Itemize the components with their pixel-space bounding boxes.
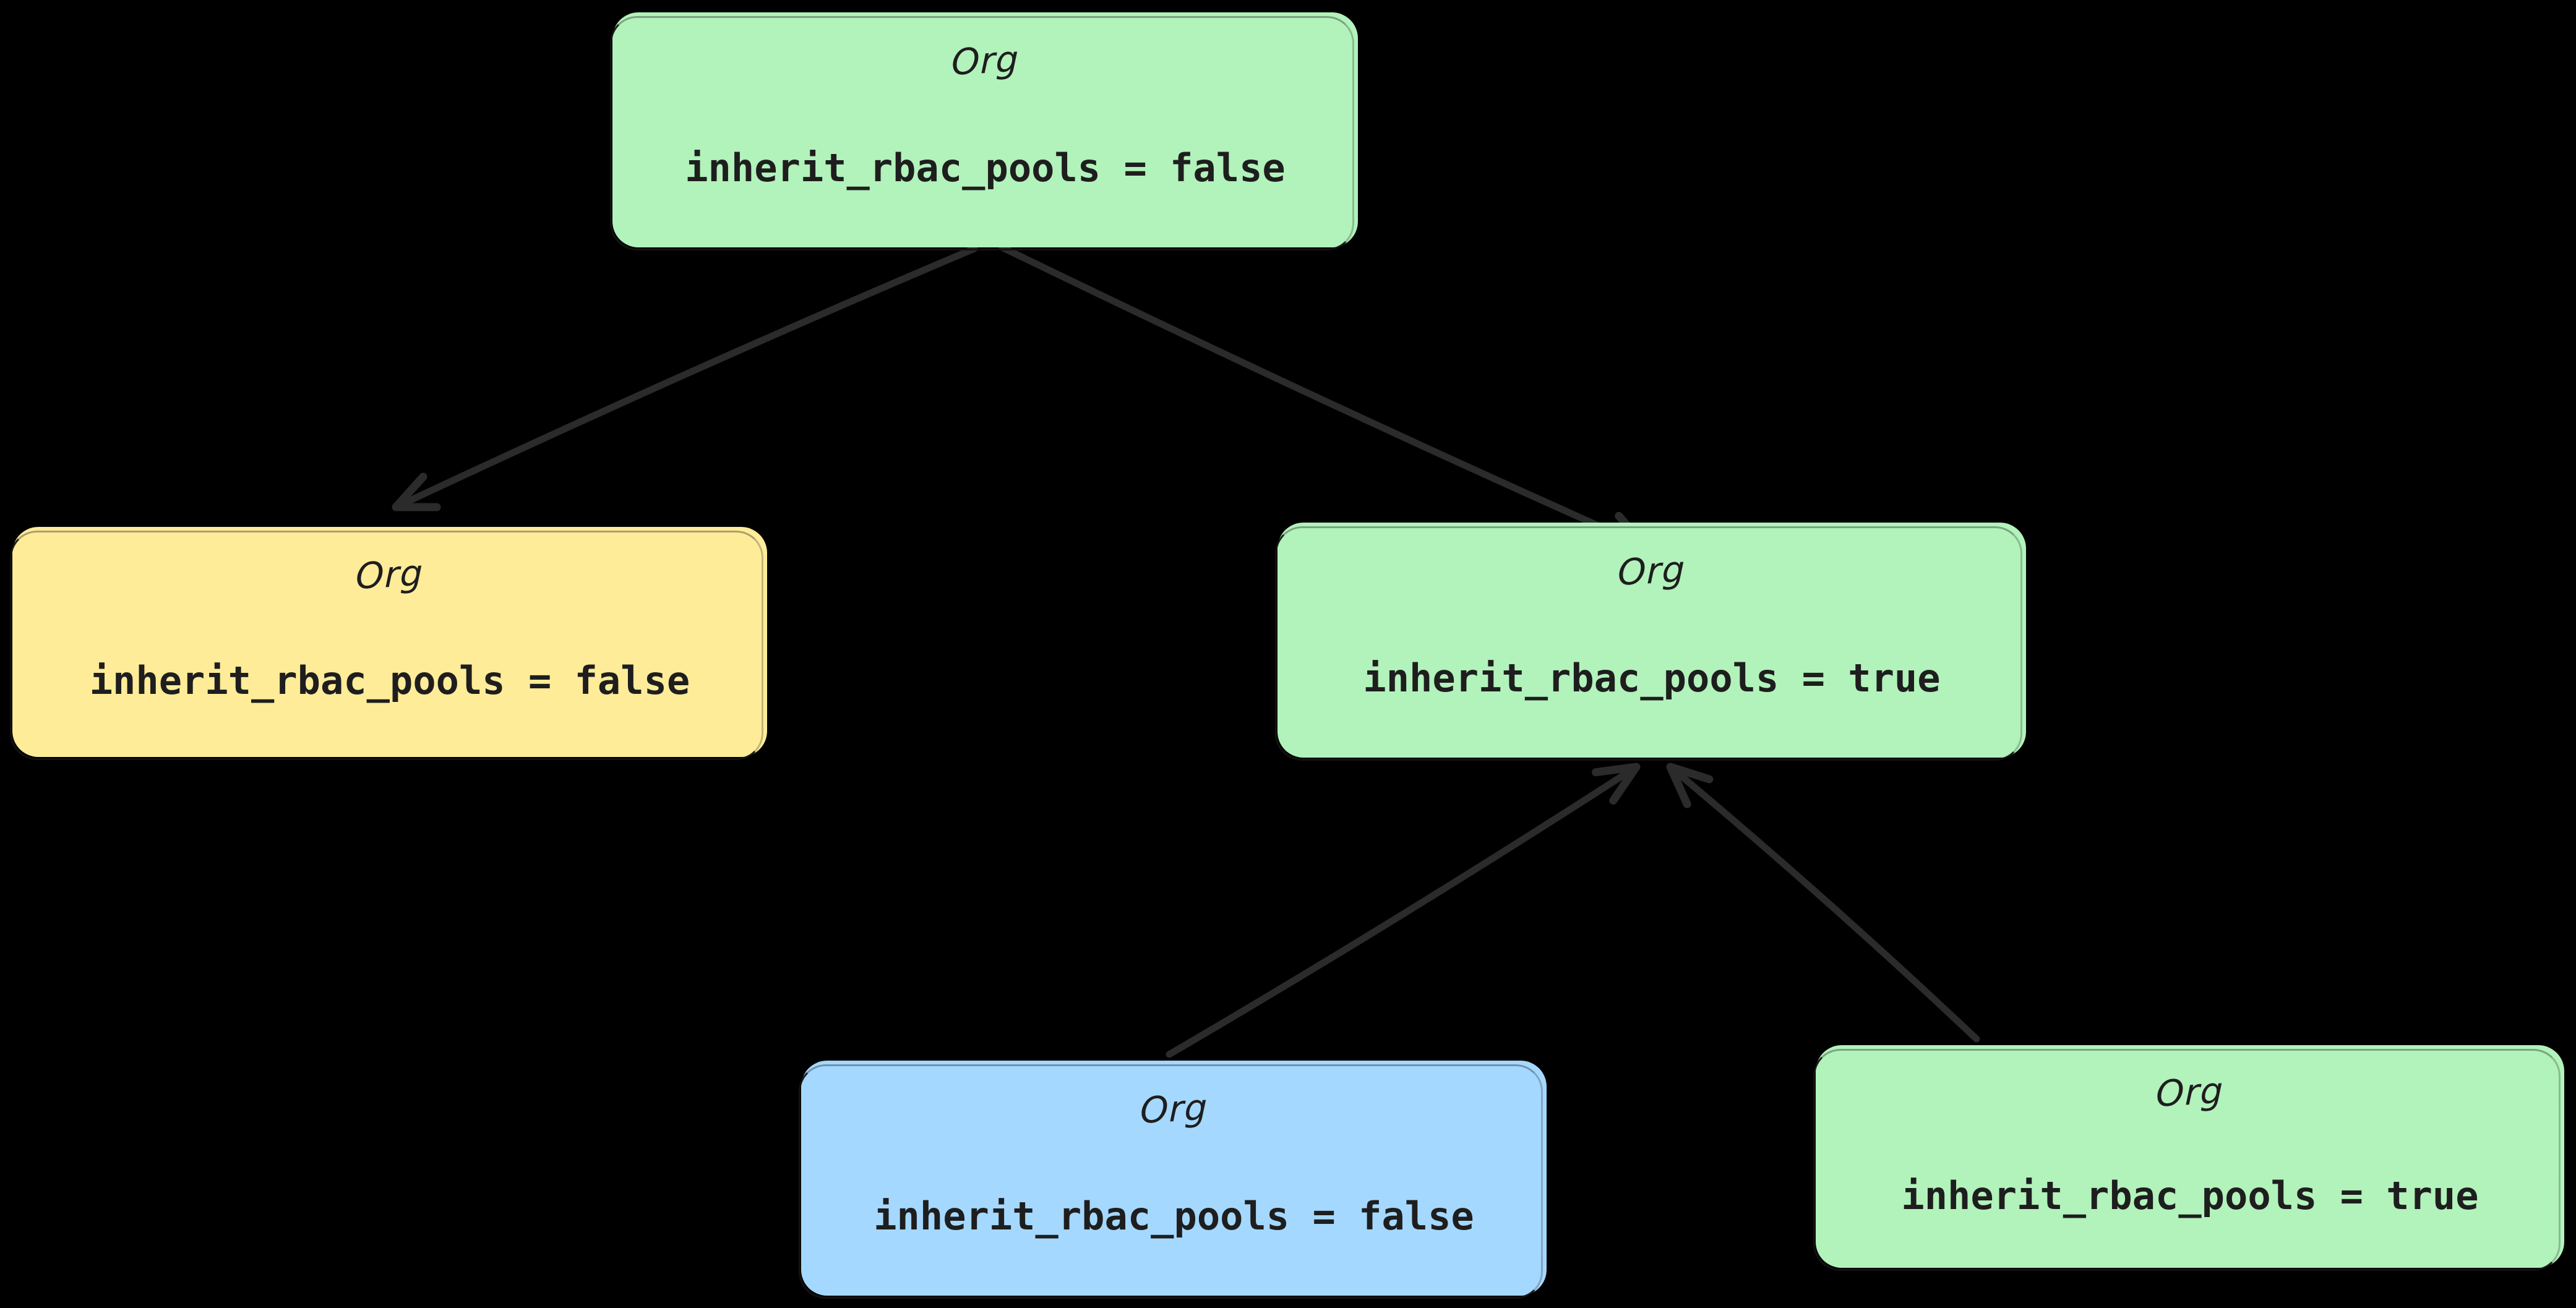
- edge-bottom-right-to-mid-arrowhead-icon: [1666, 763, 1714, 808]
- node-title: Org: [355, 552, 424, 597]
- node-body: inherit_rbac_pools = false: [685, 145, 1286, 190]
- node-body: inherit_rbac_pools = false: [874, 1194, 1474, 1239]
- node-org-bottom-right[interactable]: Org inherit_rbac_pools = true: [1813, 1045, 2564, 1271]
- edge-root-to-left: [392, 245, 978, 511]
- edge-bottom-mid-to-mid-arrowhead-icon: [1592, 763, 1641, 805]
- edge-root-to-mid-right: [998, 244, 1649, 550]
- node-title: Org: [1617, 548, 1686, 594]
- node-org-mid-right[interactable]: Org inherit_rbac_pools = true: [1275, 523, 2026, 761]
- edge-bottom-mid-to-mid: [1166, 763, 1640, 1058]
- node-org-left[interactable]: Org inherit_rbac_pools = false: [10, 527, 767, 760]
- node-org-root[interactable]: Org inherit_rbac_pools = false: [610, 12, 1358, 250]
- node-body: inherit_rbac_pools = false: [89, 658, 690, 703]
- edge-root-to-left-arrowhead-icon: [392, 472, 441, 511]
- edge-bottom-right-to-mid: [1667, 763, 1980, 1043]
- node-body: inherit_rbac_pools = true: [1901, 1173, 2479, 1218]
- node-org-bottom-mid[interactable]: Org inherit_rbac_pools = false: [799, 1061, 1547, 1299]
- node-title: Org: [2155, 1069, 2225, 1115]
- node-title: Org: [1140, 1086, 1208, 1132]
- node-body: inherit_rbac_pools = true: [1363, 656, 1941, 701]
- node-title: Org: [951, 38, 1020, 83]
